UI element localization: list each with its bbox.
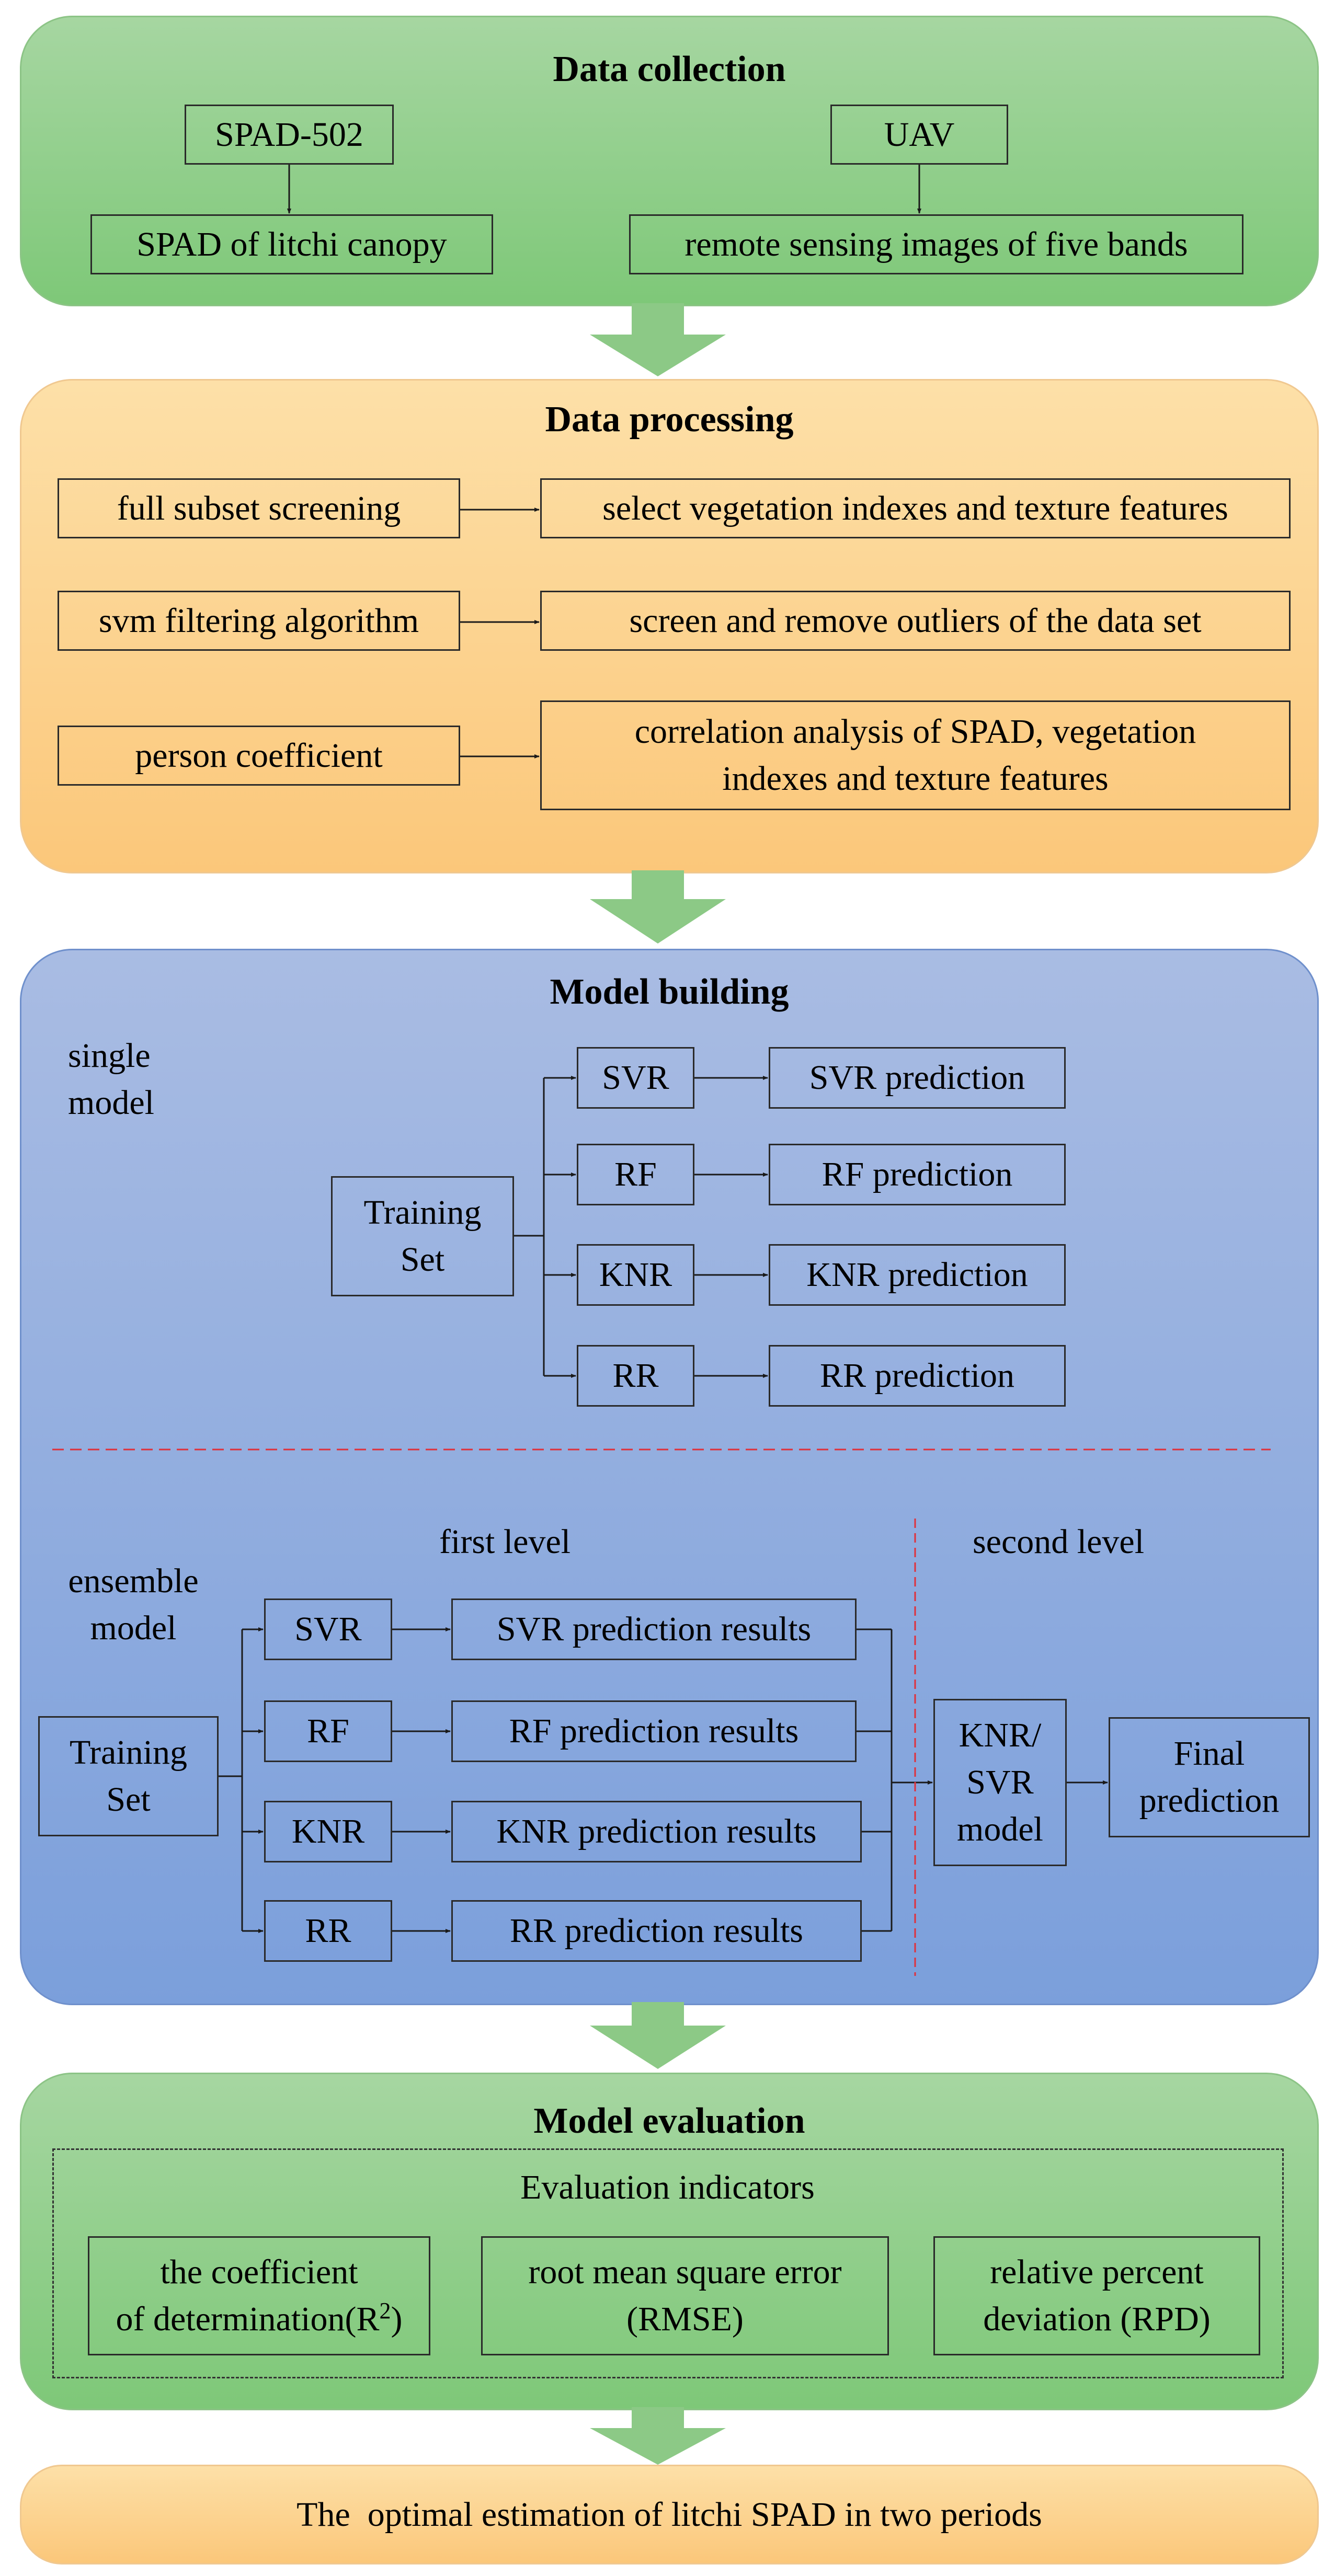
r2-superscript: 2 — [379, 2298, 391, 2324]
rpd-indicator-box: relative percent deviation (RPD) — [933, 2236, 1260, 2355]
first-level-label: first level — [439, 1523, 571, 1561]
single-training-line-1: Training — [363, 1193, 482, 1232]
single-svr-prediction-box: SVR prediction — [769, 1047, 1066, 1109]
meta-line-3: model — [957, 1810, 1043, 1848]
second-level-label: second level — [973, 1523, 1145, 1561]
flow-arrow-1 — [590, 303, 726, 376]
correlation-line-1: correlation analysis of SPAD, vegetation — [634, 712, 1196, 751]
svm-filtering-box: svm filtering algorithm — [58, 591, 460, 651]
select-features-box: select vegetation indexes and texture fe… — [540, 478, 1291, 538]
ensemble-rr-box: RR — [264, 1900, 392, 1962]
rpd-line-2: deviation (RPD) — [983, 2300, 1211, 2338]
data-collection-panel: Data collection — [20, 16, 1319, 306]
ensemble-label-line-1: ensemble — [68, 1562, 199, 1600]
single-label-line-2: model — [68, 1084, 154, 1122]
r2-line-2: of determination(R2) — [116, 2296, 402, 2343]
single-rr-prediction-box: RR prediction — [769, 1345, 1066, 1407]
ensemble-label-line-2: model — [90, 1609, 177, 1647]
rmse-line-1: root mean square error — [528, 2253, 842, 2291]
single-svr-box: SVR — [577, 1047, 694, 1109]
rpd-line-1: relative percent — [990, 2253, 1204, 2291]
flow-arrow-2 — [590, 870, 726, 944]
data-processing-title: Data processing — [545, 399, 794, 440]
single-training-line-2: Set — [400, 1240, 445, 1279]
evaluation-indicators-frame — [52, 2148, 1284, 2378]
meta-line-1: KNR/ — [959, 1716, 1042, 1754]
ensemble-knr-box: KNR — [264, 1801, 392, 1862]
ensemble-rr-results-box: RR prediction results — [451, 1900, 862, 1962]
evaluation-indicators-title: Evaluation indicators — [520, 2168, 815, 2206]
ensemble-rf-results-box: RF prediction results — [451, 1700, 857, 1762]
r2-suffix: ) — [391, 2300, 403, 2338]
single-label-line-1: single — [68, 1037, 151, 1075]
ensemble-training-line-1: Training — [70, 1733, 187, 1772]
model-building-panel: Model building — [20, 949, 1319, 2005]
single-knr-prediction-box: KNR prediction — [769, 1244, 1066, 1306]
ensemble-svr-results-box: SVR prediction results — [451, 1598, 857, 1660]
single-rf-prediction-box: RF prediction — [769, 1144, 1066, 1205]
conclusion-panel: The optimal estimation of litchi SPAD in… — [20, 2465, 1319, 2564]
ensemble-training-set-box: Training Set — [38, 1716, 219, 1836]
ensemble-training-line-2: Set — [106, 1780, 151, 1819]
remove-outliers-box: screen and remove outliers of the data s… — [540, 591, 1291, 651]
single-knr-box: KNR — [577, 1244, 694, 1306]
single-rr-box: RR — [577, 1345, 694, 1407]
meta-line-2: SVR — [966, 1763, 1034, 1801]
single-training-set-box: Training Set — [331, 1176, 514, 1296]
person-coefficient-box: person coefficient — [58, 726, 460, 786]
data-collection-title: Data collection — [553, 49, 786, 89]
ensemble-rf-box: RF — [264, 1700, 392, 1762]
conclusion-text: The optimal estimation of litchi SPAD in… — [296, 2495, 1042, 2534]
correlation-line-2: indexes and texture features — [722, 760, 1109, 798]
single-model-label: single model — [68, 1032, 154, 1126]
ensemble-svr-box: SVR — [264, 1598, 392, 1660]
ensemble-knr-results-box: KNR prediction results — [451, 1801, 862, 1862]
remote-images-box: remote sensing images of five bands — [629, 214, 1243, 274]
single-rf-box: RF — [577, 1144, 694, 1205]
r2-indicator-box: the coefficient of determination(R2) — [88, 2236, 430, 2355]
spad-502-box: SPAD-502 — [185, 105, 394, 165]
full-subset-screening-box: full subset screening — [58, 478, 460, 538]
rmse-indicator-box: root mean square error (RMSE) — [481, 2236, 889, 2355]
model-building-title: Model building — [550, 972, 789, 1012]
ensemble-model-label: ensemble model — [52, 1558, 214, 1652]
correlation-analysis-box: correlation analysis of SPAD, vegetation… — [540, 700, 1291, 810]
r2-line-1: the coefficient — [160, 2253, 358, 2291]
uav-box: UAV — [830, 105, 1008, 165]
spad-canopy-box: SPAD of litchi canopy — [90, 214, 493, 274]
flow-arrow-4 — [590, 2407, 726, 2465]
meta-model-box: KNR/ SVR model — [933, 1699, 1067, 1866]
final-line-2: prediction — [1139, 1781, 1280, 1820]
final-line-1: Final — [1173, 1734, 1245, 1773]
rmse-line-2: (RMSE) — [626, 2300, 744, 2338]
model-evaluation-title: Model evaluation — [533, 2101, 805, 2141]
r2-line-2-text: of determination(R — [116, 2300, 380, 2338]
flow-arrow-3 — [590, 2002, 726, 2069]
final-prediction-box: Final prediction — [1109, 1717, 1310, 1837]
